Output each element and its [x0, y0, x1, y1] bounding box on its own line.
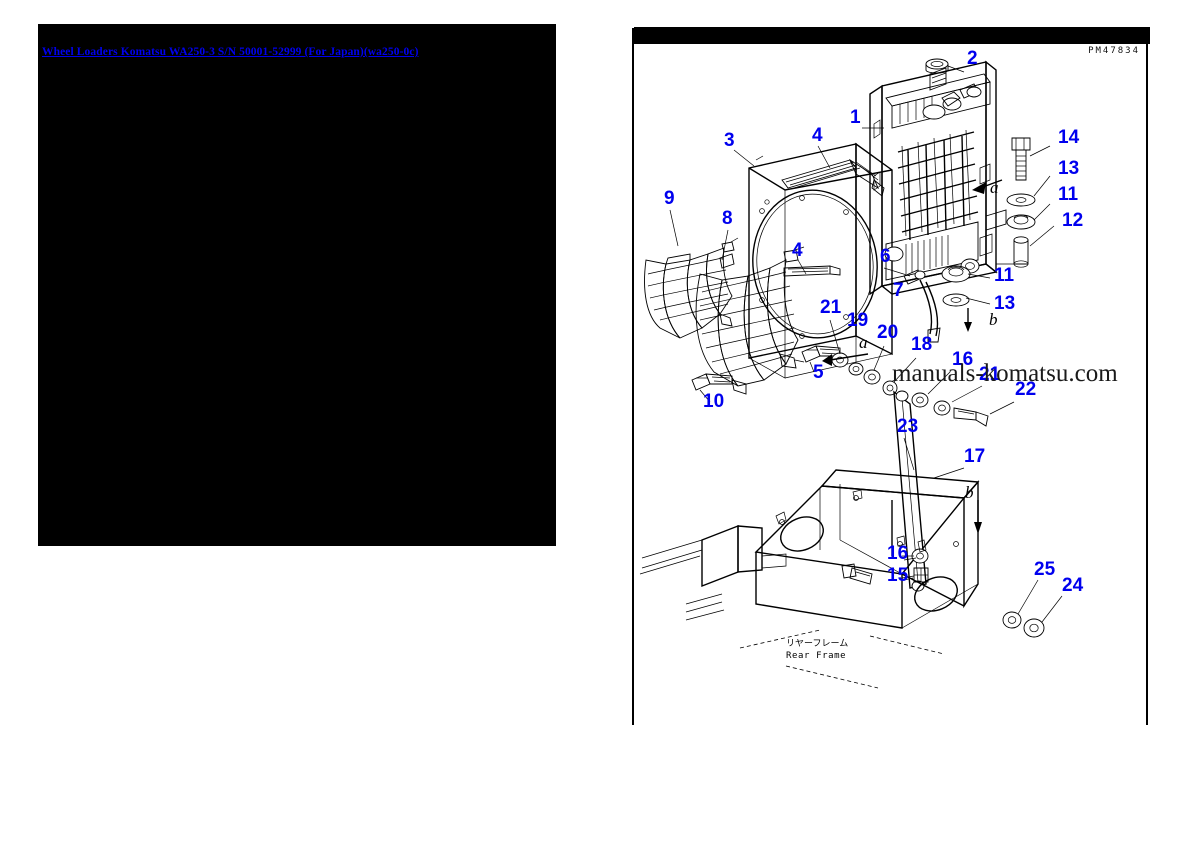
callout-number-19: 19	[847, 310, 868, 331]
diagram-header-bar	[634, 27, 1150, 44]
section-mark-b-bottom: b	[965, 483, 974, 502]
callout-number-4: 4	[812, 125, 823, 146]
collar-12	[1013, 236, 1029, 268]
callout-number-23: 23	[897, 416, 918, 437]
figure-code-label: PM47834	[1088, 46, 1140, 56]
callout-number-18: 18	[911, 334, 932, 355]
bolt-10	[691, 373, 733, 391]
callout-number-11: 11	[994, 265, 1015, 286]
bolt-4-middle	[783, 265, 841, 277]
frame-label-en: Rear Frame	[786, 651, 846, 661]
radiator-assembly-illustration	[869, 58, 1007, 343]
callout-number-1: 1	[850, 107, 861, 128]
section-mark-a-top: a	[990, 178, 999, 197]
callout-number-22: 22	[1015, 379, 1036, 400]
radiator-core-grid	[897, 129, 979, 241]
document-title-link[interactable]: Wheel Loaders Komatsu WA250-3 S/N 50001-…	[42, 46, 419, 58]
radiator-cap-2	[925, 58, 949, 74]
fan-guard-8-illustration	[695, 246, 805, 395]
callout-number-12: 12	[1062, 210, 1083, 231]
callout-number-15: 15	[887, 565, 909, 586]
callout-number-2: 2	[967, 48, 978, 69]
callout-number-21: 21	[820, 297, 842, 318]
bottom-tank-fins	[905, 235, 949, 274]
leader-lines	[669, 65, 1063, 623]
bolt-strip-4-top	[781, 158, 885, 197]
callout-number-3: 3	[724, 130, 735, 151]
bolt-14	[1011, 137, 1031, 181]
callout-number-4: 4	[792, 240, 803, 261]
callout-number-10: 10	[703, 391, 724, 412]
parts-diagram-panel: PM47834	[632, 27, 1150, 725]
radiator-shroud-illustration	[748, 142, 893, 379]
callout-number-14: 14	[1058, 127, 1080, 148]
mount-11	[1006, 214, 1036, 230]
parts-diagram: リヤーフレーム Rear Frame	[639, 48, 1084, 689]
callout-number-16: 16	[887, 543, 908, 564]
section-mark-a-mid: a	[859, 333, 868, 352]
nut-16-bolt-15	[903, 539, 929, 583]
callout-number-21: 21	[979, 364, 1001, 385]
hardware-stack-right	[995, 137, 1036, 268]
callout-number-7: 7	[893, 280, 904, 301]
callout-number-13: 13	[994, 293, 1015, 314]
callout-number-8: 8	[722, 208, 733, 229]
callout-number-17: 17	[964, 446, 985, 467]
callout-number-20: 20	[877, 322, 898, 343]
frame-label-jp: リヤーフレーム	[786, 638, 848, 649]
section-marks: a a b b	[859, 178, 1003, 502]
section-mark-b-top: b	[989, 310, 998, 329]
rod-hardware-chain	[822, 352, 989, 592]
left-preview-panel: Wheel Loaders Komatsu WA250-3 S/N 50001-…	[38, 24, 556, 546]
washer-25-nut-24	[1002, 611, 1045, 638]
washer-13	[1006, 193, 1036, 207]
callout-number-11: 11	[1058, 184, 1079, 205]
callout-number-16: 16	[952, 349, 973, 370]
fan-guard-9-illustration	[644, 237, 739, 339]
callout-number-24: 24	[1062, 575, 1084, 596]
callout-number-25: 25	[1034, 559, 1056, 580]
callout-number-9: 9	[664, 188, 675, 209]
drain-fitting-6	[903, 269, 926, 285]
callout-number-6: 6	[880, 246, 891, 267]
hardware-stack-bottom	[941, 265, 972, 332]
callout-number-13: 13	[1058, 158, 1079, 179]
rear-frame-illustration: リヤーフレーム Rear Frame	[639, 469, 1045, 689]
callout-number-5: 5	[813, 362, 824, 383]
